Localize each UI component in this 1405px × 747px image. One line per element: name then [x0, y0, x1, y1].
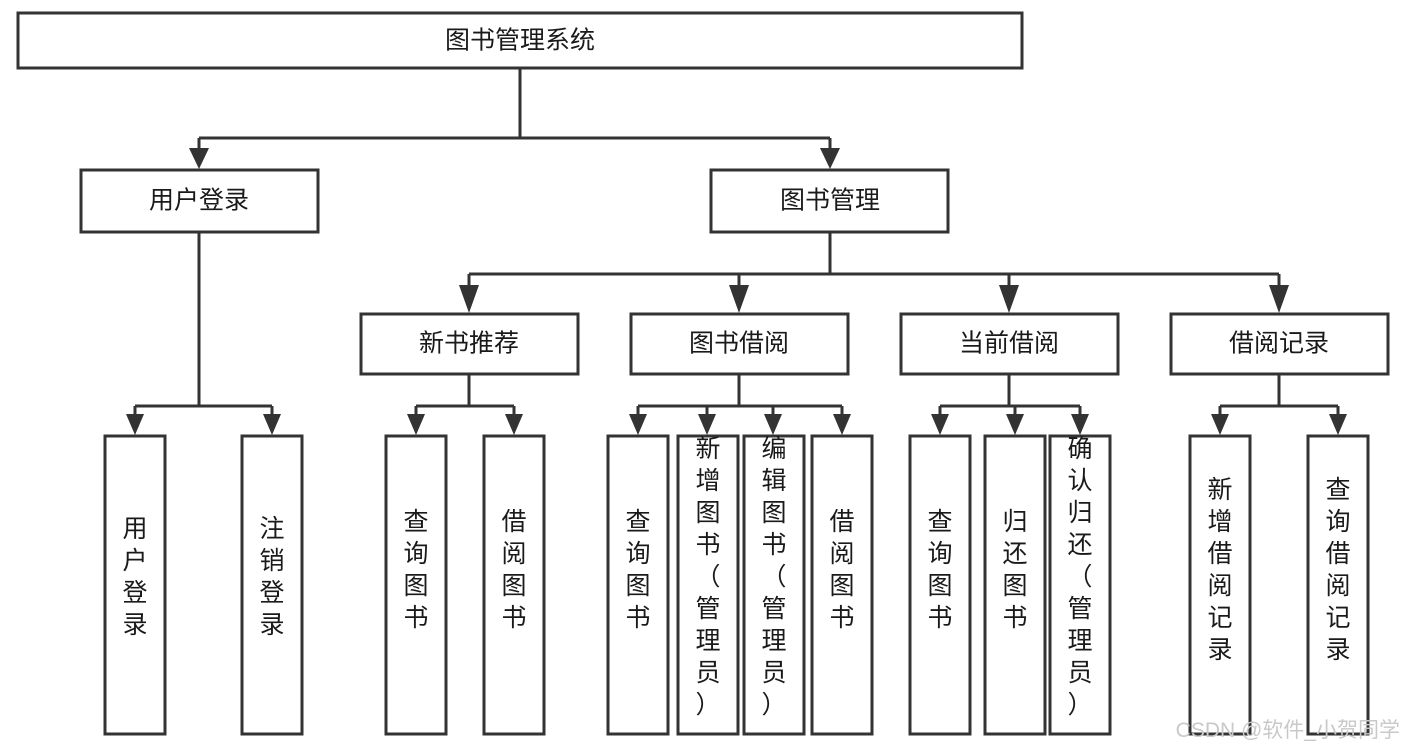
- arrow-head-current-borrow: [999, 285, 1019, 313]
- arrow-head-new-book-rec: [459, 285, 479, 313]
- arrow-head-leaf-query-book-1: [407, 414, 425, 435]
- leaf-node-edit-book-label: 编辑图书（管理员）: [761, 435, 786, 719]
- leaf-node-borrow-book-2-label: 借阅图书: [829, 508, 854, 632]
- arrow-head-leaf-add-book: [698, 414, 716, 435]
- node-borrow-record[interactable]: 借阅记录: [1169, 312, 1390, 376]
- leaf-node-query-book-3-box[interactable]: [908, 434, 972, 736]
- leaf-node-add-book[interactable]: 新增图书（管理员）: [676, 434, 740, 736]
- leaf-node-edit-book[interactable]: 编辑图书（管理员）: [742, 434, 806, 736]
- arrow-head-leaf-confirm-return: [1071, 414, 1089, 435]
- node-root-box[interactable]: [16, 11, 1024, 70]
- leaf-node-add-book-box[interactable]: [676, 434, 740, 736]
- leaf-node-borrow-book-1-label: 借阅图书: [501, 508, 526, 632]
- node-borrow-record-label: 借阅记录: [1229, 330, 1329, 358]
- node-book-manage[interactable]: 图书管理: [709, 168, 950, 234]
- arrow-head-leaf-query-record: [1329, 414, 1347, 435]
- leaf-node-query-book-3-label: 查询图书: [927, 508, 952, 632]
- arrow-head-leaf-user-login: [126, 414, 144, 435]
- leaf-node-query-book-2-box[interactable]: [606, 434, 670, 736]
- leaf-node-query-book-2-label: 查询图书: [625, 508, 650, 632]
- leaf-node-borrow-book-1-box[interactable]: [482, 434, 546, 736]
- leaf-node-query-book-2[interactable]: 查询图书: [606, 434, 670, 736]
- node-root-label: 图书管理系统: [445, 27, 595, 55]
- leaf-node-user-login-label: 用户登录: [122, 515, 147, 639]
- leaf-node-return-book-box[interactable]: [983, 434, 1047, 736]
- leaf-node-query-book-1[interactable]: 查询图书: [384, 434, 448, 736]
- node-book-borrow[interactable]: 图书借阅: [629, 312, 850, 376]
- leaf-node-query-book-3[interactable]: 查询图书: [908, 434, 972, 736]
- node-layer: 图书管理系统 用户登录 图书管理 新书推荐 图书借阅 当前: [16, 11, 1390, 736]
- node-book-borrow-box[interactable]: [629, 312, 850, 376]
- arrow-head-leaf-edit-book: [764, 414, 782, 435]
- leaf-node-add-record-label: 新增借阅记录: [1207, 476, 1232, 664]
- node-current-borrow[interactable]: 当前借阅: [899, 312, 1120, 376]
- leaf-node-logout[interactable]: 注销登录: [240, 434, 304, 736]
- node-user-login-box[interactable]: [79, 168, 320, 234]
- node-new-book-rec-box[interactable]: [359, 312, 580, 376]
- leaf-node-confirm-return-box[interactable]: [1048, 434, 1112, 736]
- csdn-watermark: CSDN @软件_小贺同学: [1176, 719, 1400, 742]
- arrow-head-leaf-borrow-book-1: [505, 414, 523, 435]
- leaf-node-borrow-book-1[interactable]: 借阅图书: [482, 434, 546, 736]
- arrow-head-book-manage: [820, 148, 840, 169]
- leaf-node-query-book-1-box[interactable]: [384, 434, 448, 736]
- node-user-login[interactable]: 用户登录: [79, 168, 320, 234]
- leaf-node-edit-book-box[interactable]: [742, 434, 806, 736]
- node-book-manage-box[interactable]: [709, 168, 950, 234]
- leaf-node-logout-box[interactable]: [240, 434, 304, 736]
- leaf-node-borrow-book-2[interactable]: 借阅图书: [810, 434, 874, 736]
- arrow-head-leaf-query-book-2: [629, 414, 647, 435]
- arrow-head-book-borrow: [729, 285, 749, 313]
- leaf-node-logout-label: 注销登录: [259, 515, 284, 639]
- node-book-borrow-label: 图书借阅: [689, 330, 789, 358]
- leaf-node-query-record-box[interactable]: [1306, 434, 1370, 736]
- leaf-node-add-record-box[interactable]: [1188, 434, 1252, 736]
- arrow-head-borrow-record: [1269, 285, 1289, 313]
- node-new-book-rec-label: 新书推荐: [419, 330, 519, 358]
- leaf-node-query-record[interactable]: 查询借阅记录: [1306, 434, 1370, 736]
- arrow-head-leaf-borrow-book-2: [833, 414, 851, 435]
- arrow-head-leaf-query-book-3: [931, 414, 949, 435]
- node-root[interactable]: 图书管理系统: [16, 11, 1024, 70]
- node-current-borrow-box[interactable]: [899, 312, 1120, 376]
- arrow-head-leaf-logout: [263, 414, 281, 435]
- leaf-node-query-book-1-label: 查询图书: [403, 508, 428, 632]
- leaf-node-confirm-return[interactable]: 确认归还（管理员）: [1048, 434, 1112, 736]
- leaf-node-user-login[interactable]: 用户登录: [103, 434, 167, 736]
- leaf-node-user-login-box[interactable]: [103, 434, 167, 736]
- leaf-node-confirm-return-label: 确认归还（管理员）: [1067, 435, 1092, 719]
- leaf-node-add-book-label: 新增图书（管理员）: [695, 435, 720, 719]
- leaf-node-query-record-label: 查询借阅记录: [1325, 476, 1350, 664]
- leaf-node-return-book-label: 归还图书: [1002, 508, 1027, 632]
- arrow-head-leaf-return-book: [1006, 414, 1024, 435]
- node-book-manage-label: 图书管理: [780, 187, 880, 215]
- leaf-node-add-record[interactable]: 新增借阅记录: [1188, 434, 1252, 736]
- node-new-book-rec[interactable]: 新书推荐: [359, 312, 580, 376]
- arrow-head-leaf-add-record: [1211, 414, 1229, 435]
- leaf-node-return-book[interactable]: 归还图书: [983, 434, 1047, 736]
- arrow-head-user-login: [189, 148, 209, 169]
- node-user-login-label: 用户登录: [149, 187, 249, 215]
- node-borrow-record-box[interactable]: [1169, 312, 1390, 376]
- leaf-node-borrow-book-2-box[interactable]: [810, 434, 874, 736]
- node-current-borrow-label: 当前借阅: [959, 330, 1059, 358]
- connector-layer: [126, 68, 1347, 435]
